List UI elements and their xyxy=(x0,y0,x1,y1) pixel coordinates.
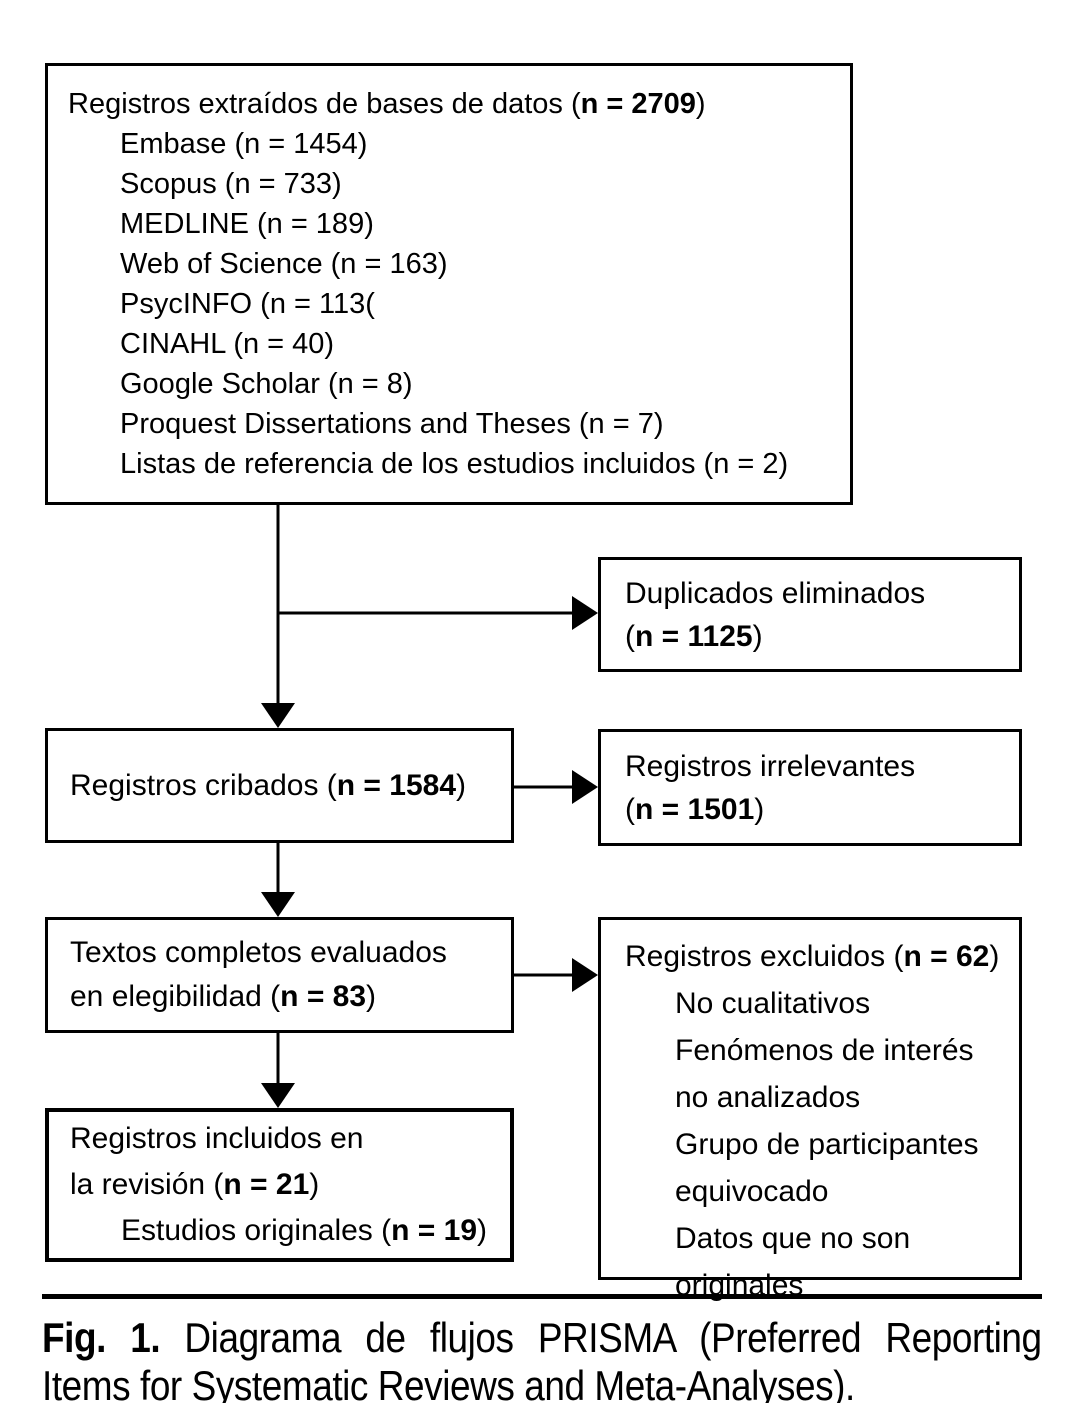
records-identified-box: Registros extraídos de bases de datos (n… xyxy=(45,63,853,505)
database-item-cinahl: CINAHL (n = 40) xyxy=(120,328,335,360)
irrelevant-line1: Registros irrelevantes xyxy=(625,749,916,783)
included-count-line: la revisión (n = 21) xyxy=(70,1168,320,1201)
arrowhead-right-icon xyxy=(572,596,598,630)
records-screened-box: Registros cribados (n = 1584) xyxy=(45,728,514,843)
arrowhead-down-icon xyxy=(261,703,295,728)
database-item-web-of-science: Web of Science (n = 163) xyxy=(120,248,448,280)
database-item-proquest: Proquest Dissertations and Theses (n = 7… xyxy=(120,408,664,440)
database-item-reference-lists: Listas de referencia de los estudios inc… xyxy=(120,448,789,480)
irrelevant-count-line: (n = 1501) xyxy=(625,792,765,826)
duplicates-removed-box: Duplicados eliminados (n = 1125) xyxy=(598,557,1022,672)
connector-fulltext-to-included xyxy=(261,1033,295,1108)
original-studies-line: Estudios originales (n = 19) xyxy=(121,1214,488,1247)
caption-divider xyxy=(42,1294,1042,1299)
arrowhead-down-icon xyxy=(261,892,295,917)
included-line1: Registros incluidos en xyxy=(70,1122,364,1155)
identified-total-count: n = 2709 xyxy=(580,88,696,120)
fulltext-count-line: en elegibilidad (n = 83) xyxy=(70,980,377,1013)
database-item-google-scholar: Google Scholar (n = 8) xyxy=(120,368,413,400)
figure-caption: Fig. 1. Diagrama de flujos PRISMA (Prefe… xyxy=(42,1314,1042,1403)
database-item-psycinfo: PsycINFO (n = 113( xyxy=(120,288,375,320)
exclusion-reason-data: Datos que no son originales xyxy=(675,1222,911,1302)
arrowhead-right-icon xyxy=(572,958,598,992)
arrowhead-right-icon xyxy=(572,770,598,804)
exclusion-reason-participants: Grupo de participantes equivocado xyxy=(675,1128,979,1208)
included-count: n = 21 xyxy=(223,1168,310,1201)
original-studies-count: n = 19 xyxy=(391,1214,478,1247)
duplicates-count-line: (n = 1125) xyxy=(625,619,763,653)
records-excluded-box: Registros excluidos (n = 62) No cualitat… xyxy=(598,917,1022,1302)
irrelevant-count: n = 1501 xyxy=(635,792,755,826)
records-included-box: Registros incluidos en la revisión (n = … xyxy=(45,1108,514,1262)
connector-fulltext-to-excluded xyxy=(514,958,598,992)
excluded-title: Registros excluidos (n = 62) xyxy=(625,940,1000,973)
excluded-count: n = 62 xyxy=(903,940,990,973)
screened-title: Registros cribados (n = 1584) xyxy=(70,768,467,802)
duplicates-line1: Duplicados eliminados xyxy=(625,576,926,610)
connector-identified-to-screened xyxy=(261,505,295,728)
fulltext-assessed-box: Textos completos evaluados en elegibilid… xyxy=(45,917,514,1033)
database-item-scopus: Scopus (n = 733) xyxy=(120,168,342,200)
fulltext-count: n = 83 xyxy=(280,980,367,1013)
figure-caption-text: Fig. 1. Diagrama de flujos PRISMA (Prefe… xyxy=(42,1314,1042,1403)
exclusion-reason-not-qualitative: No cualitativos xyxy=(675,987,871,1020)
caption-line2: Items for Systematic Reviews and Meta-An… xyxy=(42,1362,855,1403)
caption-line1: Fig. 1. Diagrama de flujos PRISMA (Prefe… xyxy=(42,1314,1042,1361)
identified-title: Registros extraídos de bases de datos (n… xyxy=(68,88,706,120)
connector-branch-to-duplicates xyxy=(278,596,598,630)
fulltext-line1: Textos completos evaluados xyxy=(70,936,447,969)
connector-screened-to-irrelevant xyxy=(514,770,598,804)
arrowhead-down-icon xyxy=(261,1083,295,1108)
figure-label: Fig. 1. xyxy=(42,1314,161,1361)
irrelevant-records-box: Registros irrelevantes (n = 1501) xyxy=(598,729,1022,846)
screened-count: n = 1584 xyxy=(336,768,457,802)
database-item-embase: Embase (n = 1454) xyxy=(120,128,368,160)
database-item-medline: MEDLINE (n = 189) xyxy=(120,208,374,240)
exclusion-reason-phenomena: Fenómenos de interés no analizados xyxy=(675,1034,974,1114)
duplicates-count: n = 1125 xyxy=(635,619,753,653)
connector-screened-to-fulltext xyxy=(261,843,295,917)
